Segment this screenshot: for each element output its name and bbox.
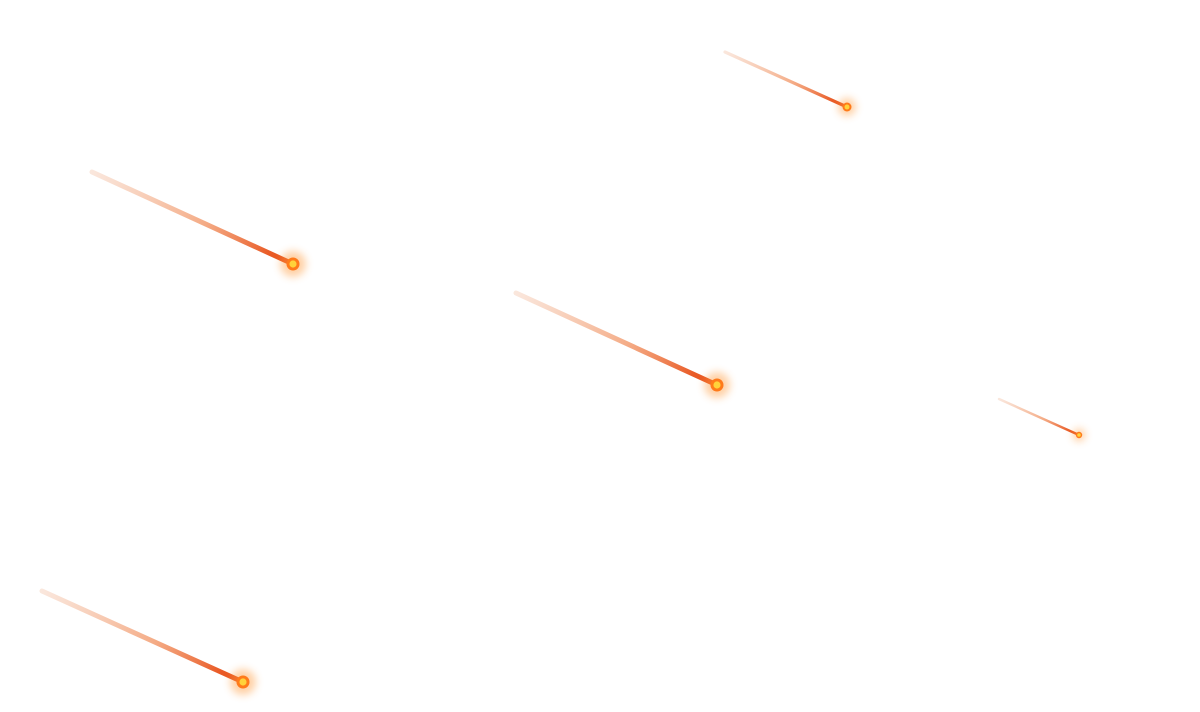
meteor-trail bbox=[513, 290, 720, 388]
meteor-1 bbox=[723, 50, 856, 116]
meteor-core bbox=[1077, 433, 1081, 437]
meteor-core bbox=[713, 381, 721, 389]
meteor-core bbox=[239, 678, 247, 686]
meteor-trail bbox=[89, 169, 296, 267]
meteor-core bbox=[844, 104, 850, 110]
meteor-trail bbox=[723, 50, 849, 109]
meteor-trail bbox=[39, 588, 246, 685]
meteor-trail bbox=[997, 397, 1081, 437]
meteor-3 bbox=[513, 290, 730, 398]
meteor-2 bbox=[89, 169, 306, 277]
meteor-core bbox=[289, 260, 297, 268]
meteors-layer bbox=[39, 50, 1086, 695]
meteor-4 bbox=[997, 397, 1086, 442]
meteor-5 bbox=[39, 588, 256, 695]
